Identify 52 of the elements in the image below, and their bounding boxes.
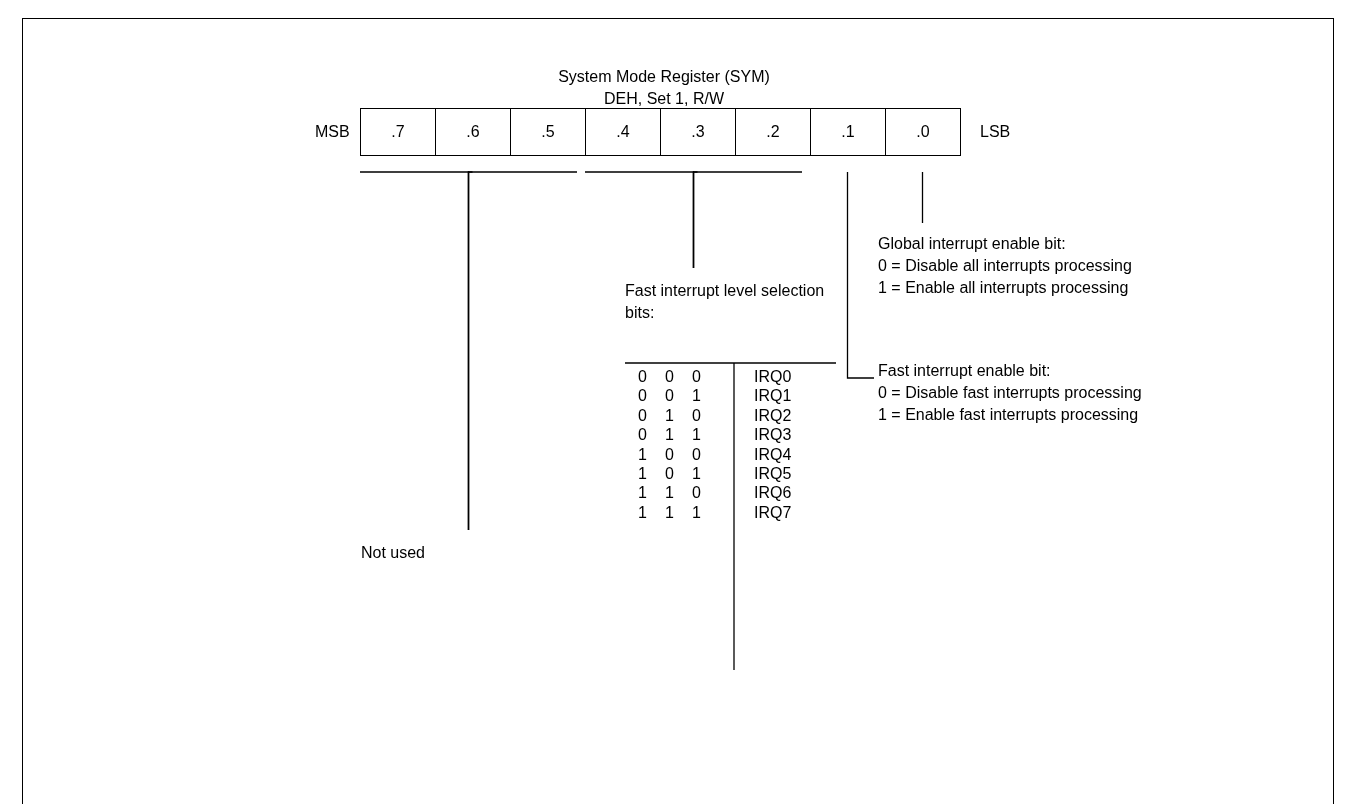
bit-value: 0 [692, 367, 702, 387]
bit-value: 0 [665, 367, 675, 387]
bit-cell: .6 [435, 108, 511, 156]
leader-line [846, 171, 875, 379]
bit-cell: .5 [510, 108, 586, 156]
irq-level: IRQ6 [753, 483, 793, 503]
note-text: Not used [361, 542, 425, 564]
bit-cell: .0 [885, 108, 961, 156]
bit-value: 0 [665, 386, 675, 406]
bit-value: 1 [638, 444, 648, 465]
leader-line [692, 171, 803, 269]
irq-level: IRQ4 [753, 444, 793, 465]
bit-value: 1 [665, 405, 675, 426]
bit-value: 0 [692, 444, 702, 465]
irq-level: IRQ3 [753, 425, 793, 445]
bit-value: 0 [638, 386, 648, 406]
bit-value: 0 [638, 405, 648, 426]
bit-value: 1 [692, 425, 702, 445]
bit-value: 1 [665, 425, 675, 445]
bit-value: 1 [665, 502, 675, 523]
bit-value: 1 [692, 386, 702, 406]
bit-value: 0 [665, 464, 675, 484]
bit-value: 1 [638, 502, 648, 523]
irq-level: IRQ1 [753, 386, 793, 406]
bit-value: 1 [638, 464, 648, 484]
note-text: Fast interrupt enable bit: 0 = Disable fast interrupts processing 1 = Enable fast interrupts processing [878, 360, 1142, 426]
bit-value: 1 [665, 483, 675, 503]
register-row [361, 108, 961, 156]
note-text: Fast interrupt level selection bits: [625, 280, 830, 324]
bit-value: 0 [638, 425, 648, 445]
leader-line [467, 171, 578, 531]
bit-cell: .1 [810, 108, 886, 156]
bit-value: 0 [692, 483, 702, 503]
bit-value: 1 [692, 502, 702, 523]
bit-value: 0 [638, 367, 648, 387]
msb-label: MSB [315, 123, 350, 141]
bit-value: 1 [692, 464, 702, 484]
leader-line [921, 171, 924, 224]
irq-level: IRQ7 [753, 502, 793, 523]
irq-level: IRQ0 [753, 367, 793, 387]
irq-level: IRQ2 [753, 405, 793, 426]
bit-cell: .7 [360, 108, 436, 156]
note-text: Global interrupt enable bit: 0 = Disable all interrupts processing 1 = Enable all interrupts processing [878, 233, 1132, 299]
bit-cell: .2 [735, 108, 811, 156]
bit-value: 1 [638, 483, 648, 503]
register-title: System Mode Register (SYM) DEH, Set 1, R/W [557, 67, 771, 109]
irq-level: IRQ5 [753, 464, 793, 484]
bit-cell: .3 [660, 108, 736, 156]
bit-cell: .4 [585, 108, 661, 156]
bit-value: 0 [692, 405, 702, 426]
bit-value: 0 [665, 444, 675, 465]
lsb-label: LSB [980, 123, 1011, 141]
